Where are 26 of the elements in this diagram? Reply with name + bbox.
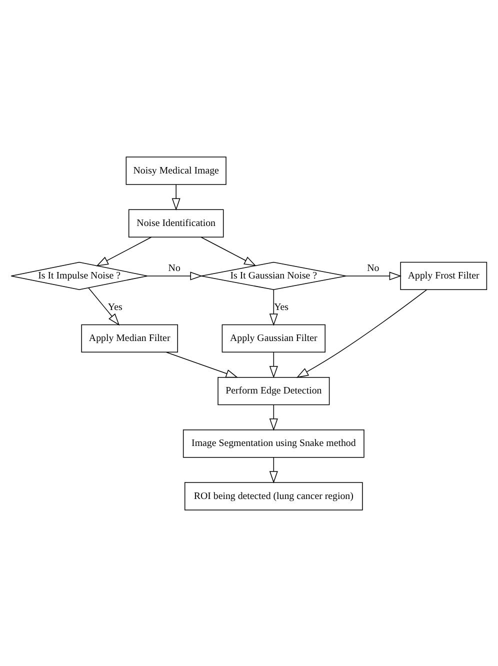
- arrow: [296, 288, 427, 378]
- node-box: Apply Median Filter: [81, 324, 178, 352]
- node-box: Noise Identification: [128, 208, 224, 237]
- arrow: [147, 271, 202, 280]
- arrow: [269, 351, 278, 378]
- arrow: [269, 456, 278, 483]
- arrow: [200, 236, 256, 266]
- node-diamond: Is It Gaussian Noise ?: [200, 261, 346, 290]
- arrow: [88, 287, 120, 326]
- node-box: Noisy Medical Image: [126, 156, 226, 184]
- node-diamond: Is It Impulse Noise ?: [10, 261, 148, 290]
- arrow: [166, 351, 238, 378]
- edge-label: Yes: [274, 301, 288, 312]
- node-box: Image Segmentation using Snake method: [182, 429, 364, 458]
- arrow: [96, 236, 152, 266]
- node-box: Apply Gaussian Filter: [222, 324, 326, 352]
- edge-label: No: [367, 262, 380, 274]
- edge-label: No: [168, 262, 180, 274]
- node-box: Perform Edge Detection: [218, 376, 330, 405]
- arrow: [346, 271, 402, 280]
- arrow: [269, 289, 278, 326]
- arrow: [269, 404, 278, 430]
- node-box: ROI being detected (lung cancer region): [184, 482, 363, 510]
- edge-label: Yes: [108, 301, 122, 312]
- arrow: [172, 184, 180, 210]
- node-box: Apply Frost Filter: [400, 261, 488, 290]
